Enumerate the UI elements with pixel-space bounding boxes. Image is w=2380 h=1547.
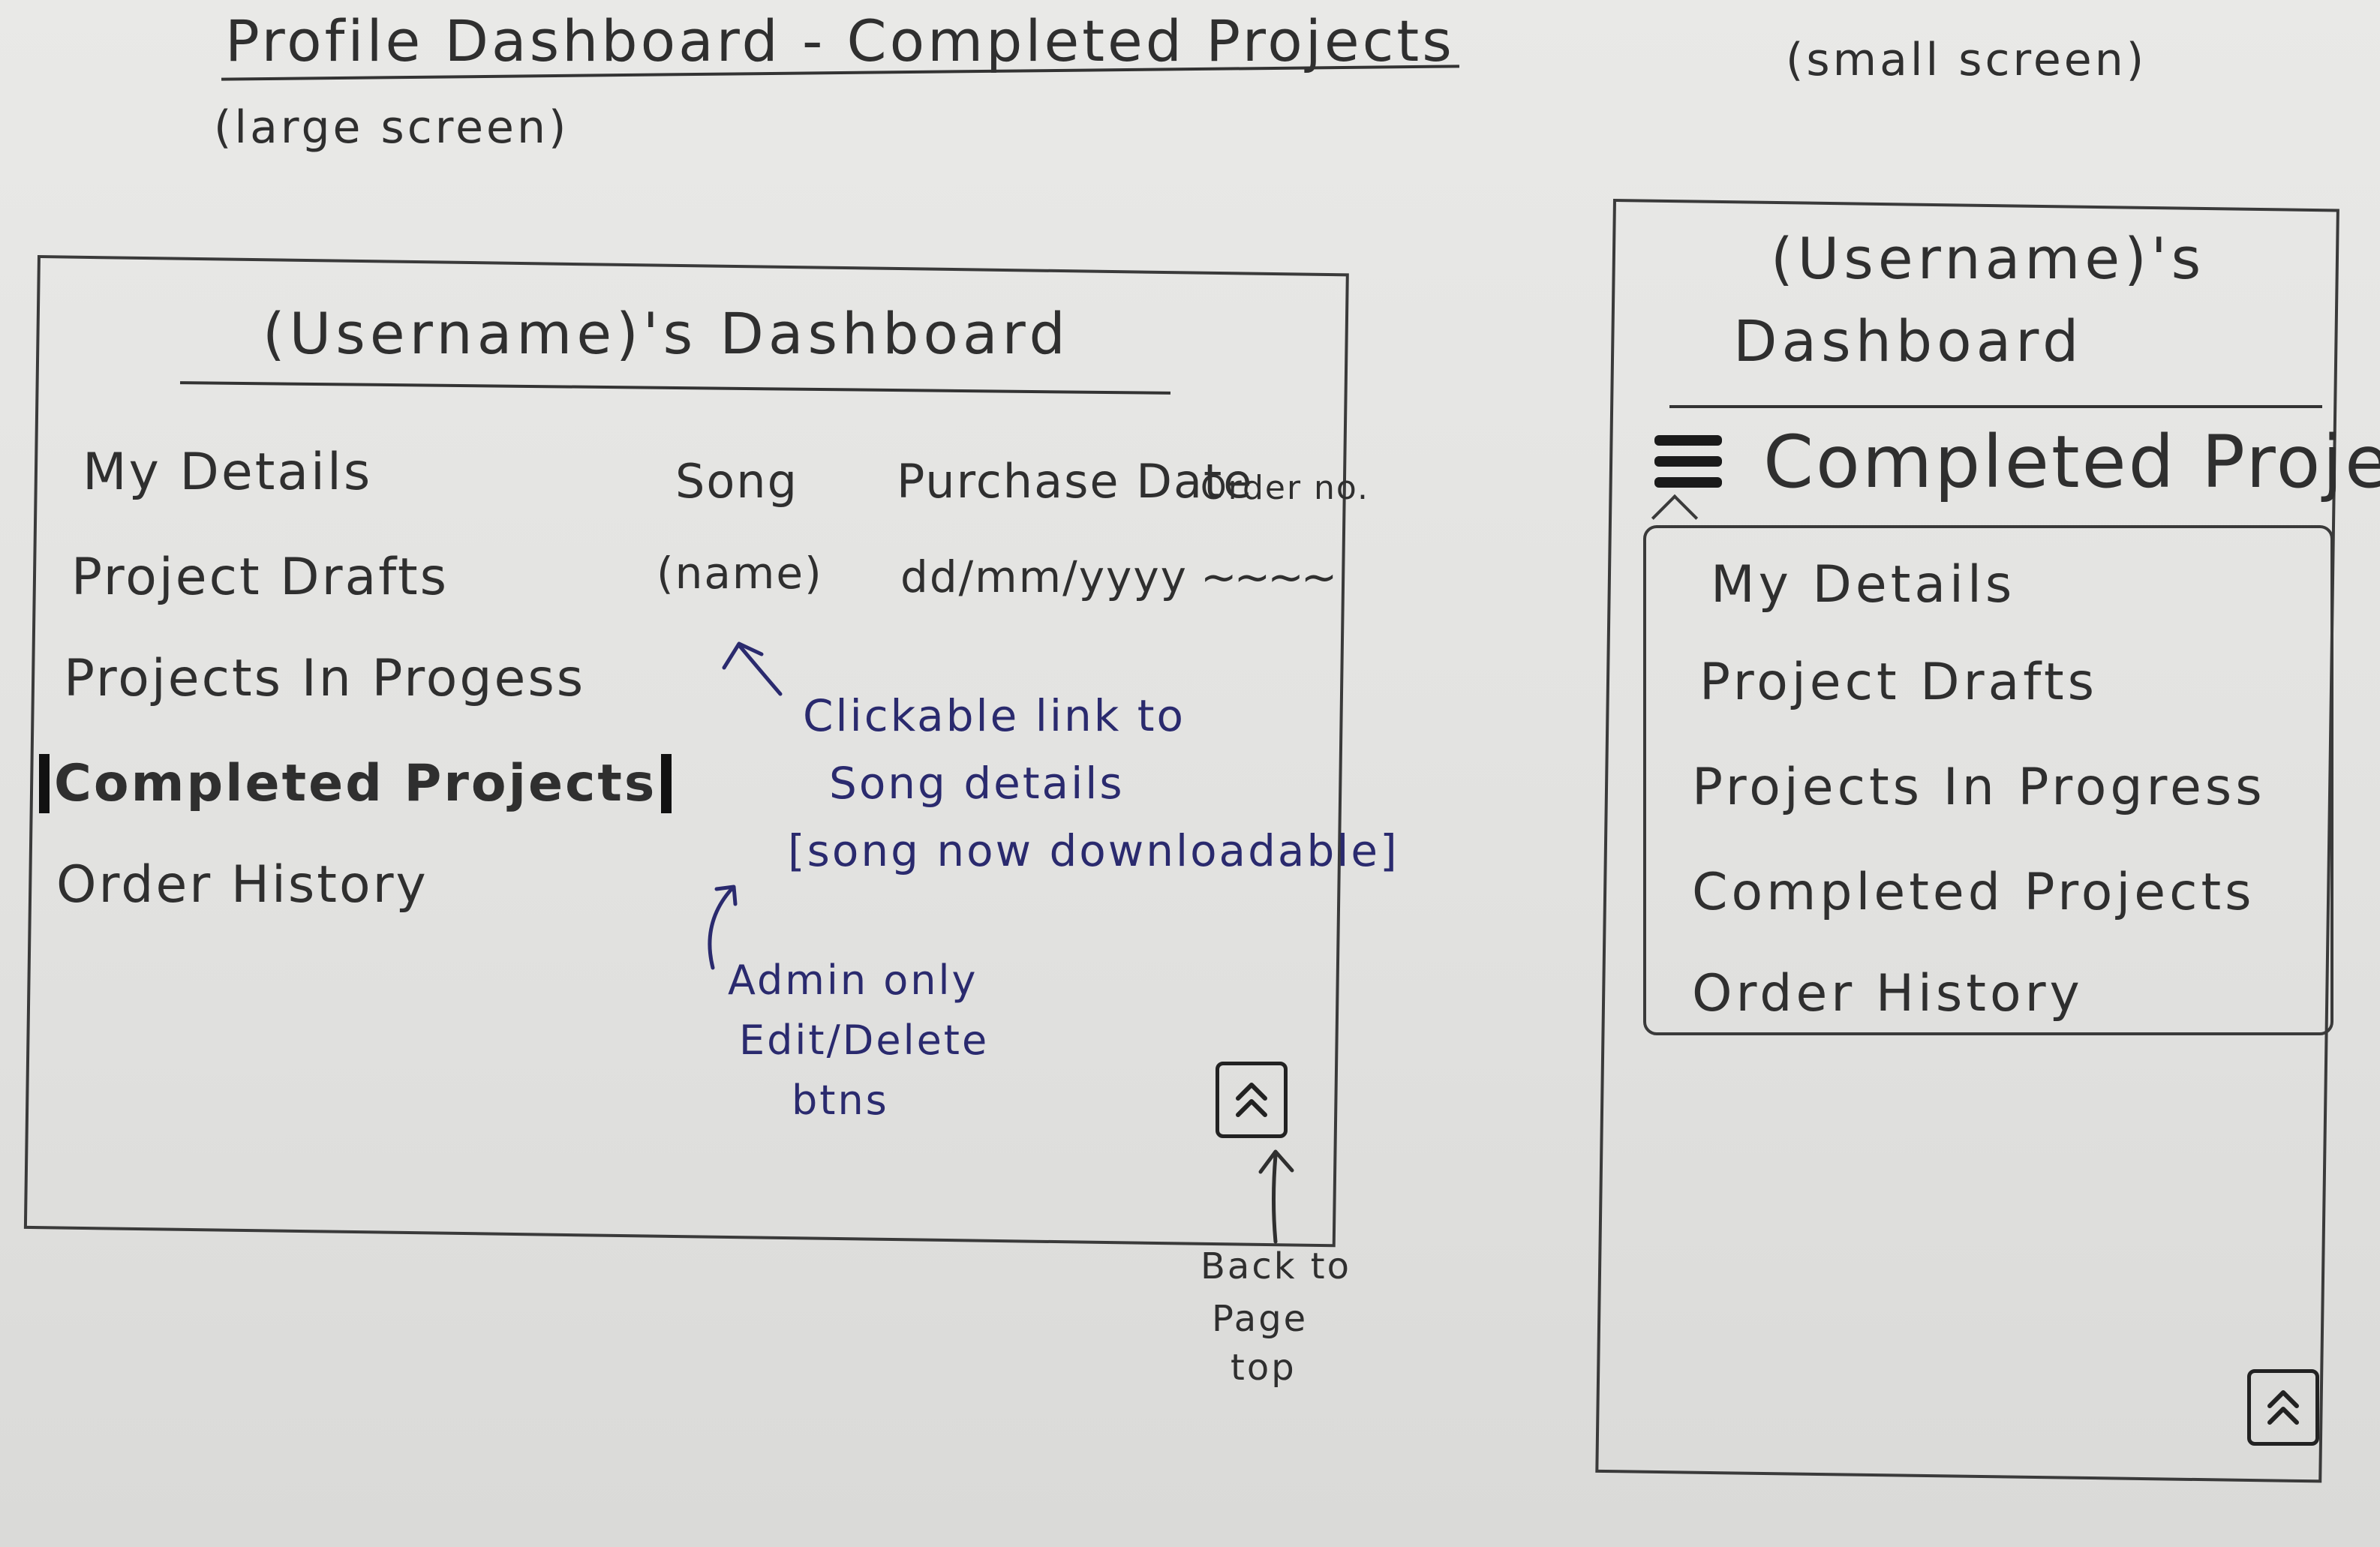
annotation-admin-line2: Edit/Delete — [739, 1017, 990, 1064]
menu-item-projects-in-progress[interactable]: Projects In Progress — [1692, 758, 2266, 817]
column-header-song: Song — [675, 454, 798, 509]
menu-item-completed-projects[interactable]: Completed Projects — [1692, 863, 2255, 922]
page-title: Profile Dashboard - Completed Projects — [225, 8, 1455, 74]
menu-item-my-details[interactable]: My Details — [1711, 555, 2016, 614]
song-name-link[interactable]: (name) — [657, 548, 823, 599]
annotation-back-line2: Page — [1212, 1298, 1309, 1340]
dashboard-title-small-line2: Dashboard — [1733, 308, 2084, 374]
sidebar-item-order-history[interactable]: Order History — [56, 855, 428, 915]
sidebar-item-my-details[interactable]: My Details — [83, 443, 373, 502]
sidebar-item-completed-projects[interactable]: Completed Projects — [39, 754, 672, 813]
small-screen-label: (small screen) — [1786, 34, 2147, 86]
dashboard-title-underline-small — [1669, 405, 2322, 408]
sidebar-item-projects-in-progress[interactable]: Projects In Progess — [64, 649, 586, 708]
double-chevron-up-icon — [2267, 1390, 2299, 1425]
annotation-back-line3: top — [1231, 1347, 1297, 1389]
annotation-link-line1: Clickable link to — [803, 690, 1186, 741]
column-header-purchase-date: Purchase Date — [897, 454, 1254, 509]
purchase-date-cell: dd/mm/yyyy — [900, 551, 1188, 602]
menu-item-order-history[interactable]: Order History — [1692, 964, 2084, 1023]
annotation-back-line1: Back to — [1201, 1245, 1351, 1287]
sidebar-item-project-drafts[interactable]: Project Drafts — [71, 548, 449, 607]
dashboard-title: (Username)'s Dashboard — [263, 300, 1070, 367]
column-header-order-no: Order no. — [1201, 469, 1370, 507]
order-no-cell: ~~~~ — [1201, 551, 1337, 602]
annotation-admin-line3: btns — [792, 1077, 889, 1124]
large-screen-label: (large screen) — [214, 101, 569, 154]
dashboard-title-small-line1: (Username)'s — [1771, 225, 2206, 292]
section-title-small: Completed Projects — [1763, 420, 2380, 504]
back-to-top-button-small[interactable] — [2247, 1369, 2319, 1446]
menu-dropdown — [1643, 525, 2333, 1035]
back-to-top-button[interactable] — [1216, 1062, 1288, 1138]
annotation-link-line3: [song now downloadable] — [788, 825, 1399, 876]
large-screen-frame — [23, 255, 1349, 1248]
hamburger-icon[interactable] — [1654, 435, 1722, 488]
menu-item-project-drafts[interactable]: Project Drafts — [1699, 653, 2099, 712]
annotation-admin-line1: Admin only — [728, 957, 978, 1004]
annotation-link-line2: Song details — [829, 758, 1125, 809]
double-chevron-up-icon — [1236, 1083, 1267, 1117]
